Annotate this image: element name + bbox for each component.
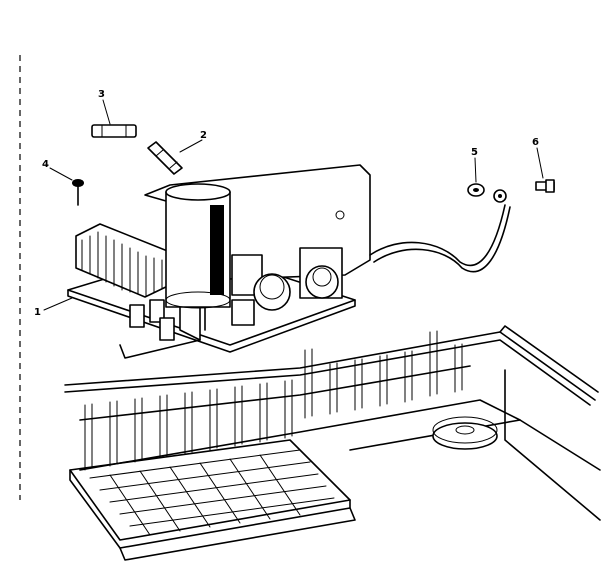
bolt-6 (535, 179, 555, 193)
callout-leaders (43, 99, 544, 311)
callout-1: 1 (34, 307, 41, 318)
callout-5: 5 (471, 147, 478, 158)
fuse-2 (147, 141, 183, 175)
callout-3: 3 (98, 89, 105, 100)
callout-6: 6 (532, 137, 539, 148)
callout-2: 2 (200, 130, 207, 141)
screw-4 (72, 179, 84, 206)
washer-5 (467, 183, 485, 197)
power-supply-board (67, 164, 511, 359)
callout-4: 4 (42, 159, 49, 170)
chassis-base (64, 325, 601, 561)
ring-terminal (493, 189, 507, 203)
fuse-3 (91, 124, 137, 138)
